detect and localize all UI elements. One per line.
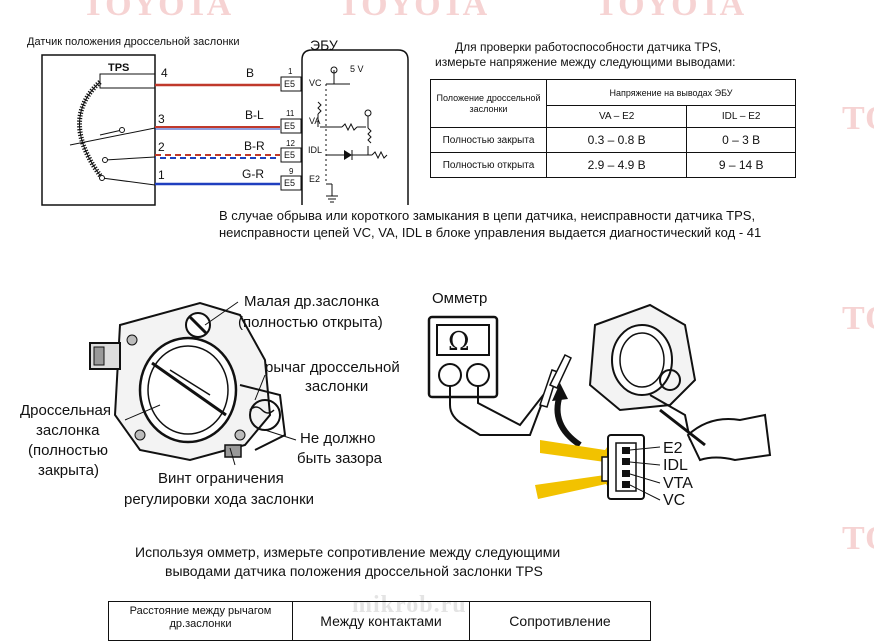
- watermark-toyota: TOYOTA: [82, 0, 233, 23]
- label-stop-screw: Винт ограничения: [158, 470, 284, 487]
- check-heading: Для проверки работоспособности датчика T…: [455, 40, 722, 54]
- row-idl-value: 9 – 14 В: [686, 152, 796, 178]
- ohm-symbol: Ω: [448, 327, 470, 357]
- voltage-table: Положение дроссельной заслонки Напряжени…: [430, 79, 796, 178]
- terminal-label: E2: [663, 440, 683, 457]
- wire-color: B-L: [245, 108, 264, 122]
- tps-resistor-arc: [77, 80, 104, 180]
- table-row: Полностью открыта 2.9 – 4.9 В 9 – 14 В: [430, 152, 796, 178]
- row-position: Полностью открыта: [430, 152, 547, 178]
- sensor-box: [41, 54, 156, 206]
- wire-color: B-R: [244, 139, 265, 153]
- label-small-valve: (полностью открыта): [238, 314, 383, 331]
- watermark-toyota: TOYOTA: [338, 0, 489, 23]
- ecu-pin-num: 11: [286, 109, 295, 118]
- throttle-body-illustration: [89, 301, 287, 462]
- resistance-table: Расстояние между рычагом др.заслонки Меж…: [108, 601, 651, 641]
- connector-label: E5: [284, 178, 296, 188]
- pin-num: 1: [158, 168, 165, 182]
- ecu-title: ЭБУ: [310, 37, 338, 53]
- label-stop-screw: регулировки хода заслонки: [124, 491, 315, 508]
- wire-color: B: [246, 66, 255, 80]
- watermark-toyota: TOYOTA: [842, 100, 874, 137]
- resistance-heading: выводами датчика положения дроссельной з…: [165, 563, 543, 579]
- ecu-box: [301, 49, 409, 205]
- supply-voltage: 5 V: [350, 64, 364, 74]
- pin-num: 3: [158, 112, 165, 126]
- ecu-pin-num: 12: [286, 139, 295, 148]
- pin-num: 2: [158, 140, 165, 154]
- pin-num: 4: [161, 66, 168, 80]
- table-row: Полностью закрыта 0.3 – 0.8 В 0 – 3 В: [430, 127, 796, 153]
- header-resistance: Сопротивление: [469, 601, 651, 641]
- row-va-value: 2.9 – 4.9 В: [545, 152, 688, 178]
- resistance-heading: Используя омметр, измерьте сопротивление…: [135, 544, 561, 560]
- watermark-toyota: TOYOTA: [842, 520, 874, 557]
- ecu-terminal: IDL: [308, 145, 323, 155]
- sensor-title: Датчик положения дроссельной заслонки: [27, 36, 240, 48]
- terminal-label: VC: [663, 492, 686, 509]
- wire-color: G-R: [242, 167, 264, 181]
- ecu-terminal: VC: [309, 78, 322, 88]
- label-throttle-valve: заслонка: [36, 422, 100, 439]
- label-throttle-valve: Дроссельная: [20, 402, 112, 419]
- tps-label: TPS: [108, 62, 130, 74]
- label-small-valve: Малая др.заслонка: [244, 293, 380, 310]
- label-no-gap: Не должно: [300, 430, 376, 447]
- label-no-gap: быть зазора: [297, 450, 383, 467]
- header-idl-e2: IDL – E2: [686, 105, 796, 128]
- header-va-e2: VA – E2: [545, 105, 688, 128]
- fault-note: неисправности цепей VC, VA, IDL в блоке …: [219, 225, 762, 240]
- row-idl-value: 0 – 3 В: [686, 127, 796, 153]
- ohmmeter-illustration: [427, 303, 772, 501]
- header-lever-distance: Расстояние между рычагом др.заслонки: [108, 601, 293, 641]
- ohmmeter-label: Омметр: [432, 290, 488, 307]
- terminal-label: IDL: [663, 457, 688, 474]
- connector-label: E5: [284, 79, 296, 89]
- leader-lines: [124, 301, 297, 466]
- label-lever: рычаг дроссельной: [265, 359, 400, 376]
- watermark-toyota: TOYOTA: [842, 300, 874, 337]
- header-voltage: Напряжение на выводах ЭБУ: [546, 79, 796, 106]
- fault-note: В случае обрыва или короткого замыкания …: [219, 208, 756, 223]
- circuit-diagram: [41, 49, 409, 206]
- row-va-value: 0.3 – 0.8 В: [545, 127, 688, 153]
- ecu-pin-num: 9: [289, 167, 294, 176]
- header-between-contacts: Между контактами: [292, 601, 470, 641]
- ecu-terminal: VA: [309, 116, 321, 126]
- row-position: Полностью закрыта: [430, 127, 547, 153]
- ecu-pin-num: 1: [288, 67, 293, 76]
- ecu-terminal: E2: [309, 174, 321, 184]
- connector-label: E5: [284, 121, 296, 131]
- terminal-label: VTA: [663, 475, 693, 492]
- label-lever: заслонки: [305, 378, 369, 395]
- connector-label: E5: [284, 150, 296, 160]
- label-throttle-valve: (полностью: [28, 442, 108, 459]
- label-throttle-valve: закрыта): [38, 462, 99, 479]
- watermark-toyota: TOYOTA: [595, 0, 746, 23]
- header-position: Положение дроссельной заслонки: [430, 79, 547, 128]
- tps-inner-box: [99, 73, 156, 89]
- check-heading: измерьте напряжение между следующими выв…: [435, 55, 736, 69]
